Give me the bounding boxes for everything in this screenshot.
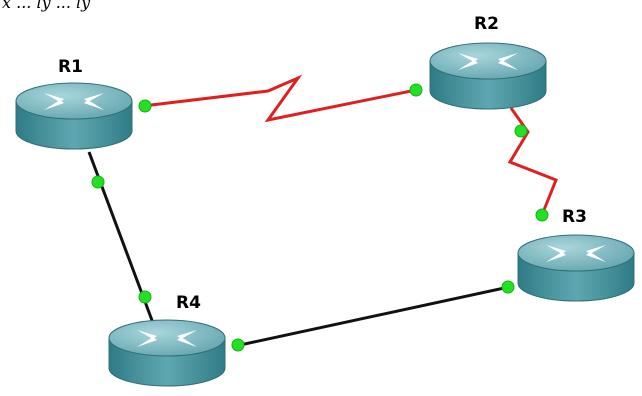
port-dot-r2-serial-south[interactable] <box>514 124 528 138</box>
port-dot-r4-ethernet-north[interactable] <box>138 290 152 304</box>
router-r2[interactable] <box>429 42 547 110</box>
link-r1-r2-serial[interactable] <box>142 74 417 123</box>
port-dot-r1-ethernet[interactable] <box>91 175 105 189</box>
router-label-r2: R2 <box>474 14 499 34</box>
port-dot-r1-serial[interactable] <box>138 99 152 113</box>
link-r2-r3-serial[interactable] <box>507 107 558 216</box>
router-r4[interactable] <box>108 319 226 387</box>
router-label-r1: R1 <box>58 57 83 77</box>
port-dot-r4-ethernet-east[interactable] <box>231 338 245 352</box>
port-dot-r2-serial-west[interactable] <box>409 83 423 97</box>
cropped-header-text: x ... ly ... ly <box>2 0 91 12</box>
router-label-r3: R3 <box>562 207 587 227</box>
port-dot-r3-ethernet[interactable] <box>501 280 515 294</box>
router-r1[interactable] <box>15 82 133 150</box>
port-dot-r3-serial[interactable] <box>535 208 549 222</box>
link-r3-r4-ethernet[interactable] <box>239 285 510 347</box>
router-label-r4: R4 <box>176 293 201 313</box>
router-r3[interactable] <box>517 234 635 302</box>
